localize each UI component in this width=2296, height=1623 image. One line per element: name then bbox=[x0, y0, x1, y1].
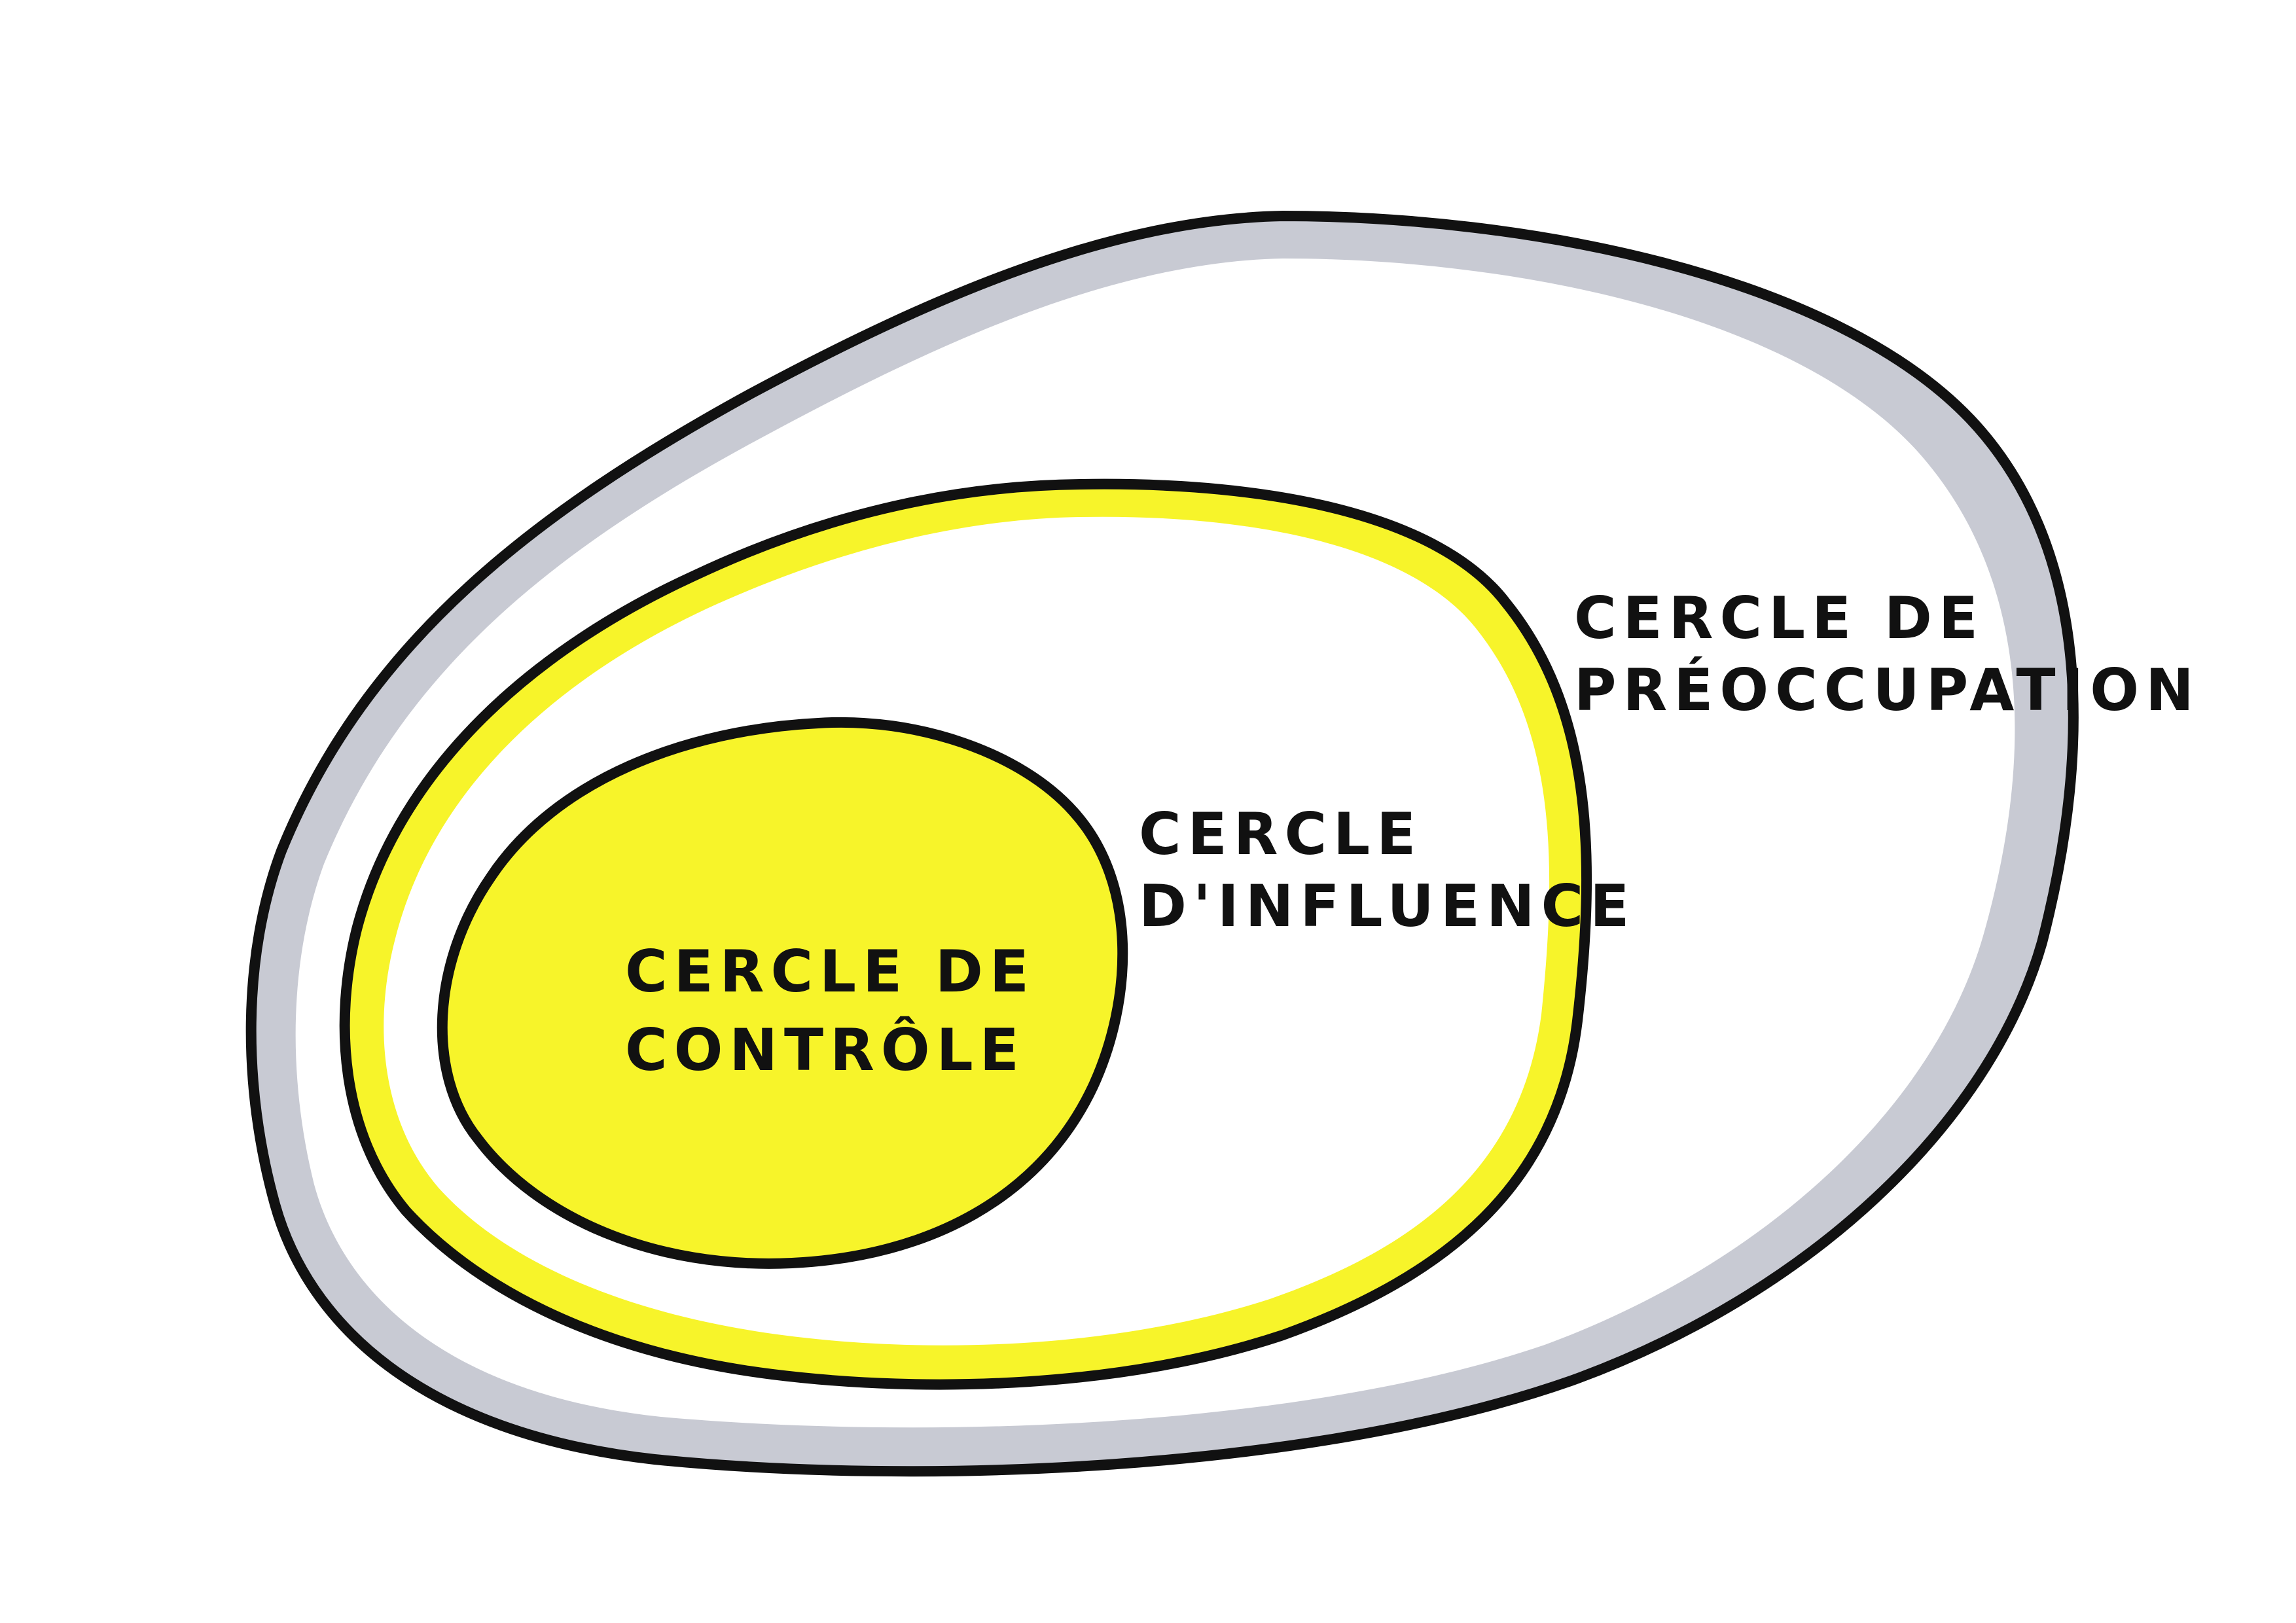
preoccupation-circle-outline bbox=[245, 211, 2079, 1477]
controle-circle-fill bbox=[442, 722, 1123, 1264]
controle-circle-outline bbox=[437, 717, 1128, 1269]
influence-label-line-2: D'INFLUENCE bbox=[1139, 872, 1636, 940]
preoccupation-label-line-1: CERCLE DE bbox=[1574, 584, 1984, 652]
controle-label-line-2: CONTRÔLE bbox=[625, 1016, 1026, 1084]
influence-circle-outline bbox=[339, 478, 1592, 1390]
controle-label: CERCLE DE CONTRÔLE bbox=[625, 938, 1062, 1084]
controle-circle bbox=[437, 717, 1128, 1269]
preoccupation-label: CERCLE DE PRÉOCCUPATION bbox=[1574, 584, 2200, 724]
controle-label-line-1: CERCLE DE bbox=[625, 938, 1035, 1005]
influence-label: CERCLE D'INFLUENCE bbox=[1139, 800, 1636, 940]
influence-label-line-1: CERCLE bbox=[1139, 800, 1422, 868]
preoccupation-label-line-2: PRÉOCCUPATION bbox=[1574, 656, 2200, 724]
